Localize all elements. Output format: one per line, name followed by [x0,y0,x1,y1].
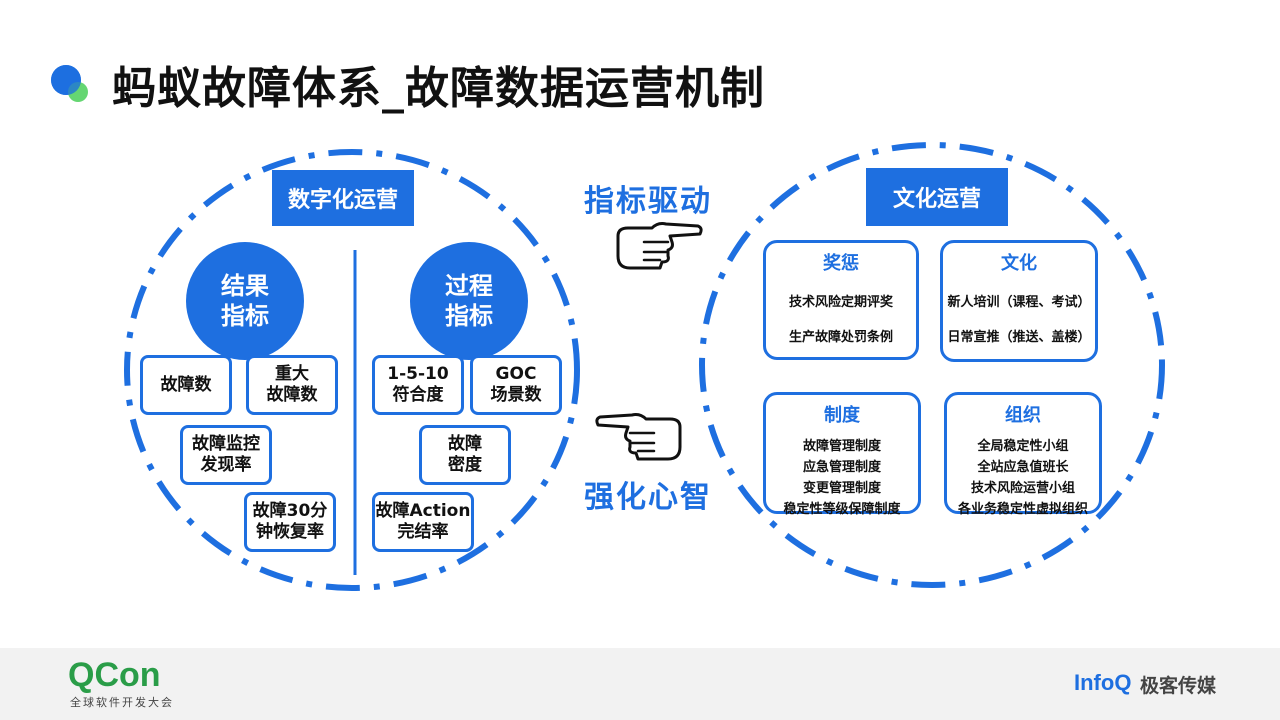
metric-box: 重大故障数 [246,355,338,415]
process-circle-line1: 过程 [445,272,493,300]
process-metrics-circle: 过程指标 [410,242,528,360]
metric-box: 故障密度 [419,425,511,485]
result-circle-line2: 指标 [221,302,269,330]
box-line: 变更管理制度 [802,481,881,496]
page-title: 蚂蚁故障体系_故障数据运营机制 [112,63,765,114]
box-line: 稳定性等级保障制度 [783,502,901,517]
footer-bar [0,648,1280,720]
metric-line2: 密度 [448,455,482,475]
organization-box: 组织 全局稳定性小组 全站应急值班长 技术风险运营小组 各业务稳定性虚拟组织 [944,392,1102,517]
metric-line1: 1-5-10 [387,364,449,384]
pointing-left-hand-icon [595,413,682,461]
metric-line1: GOC [495,364,537,384]
culture-box: 文化 新人培训（课程、考试） 日常宣推（推送、盖楼） [940,240,1098,362]
reward-box: 奖惩 技术风险定期评奖 生产故障处罚条例 [763,240,919,360]
box-line: 生产故障处罚条例 [788,330,893,345]
metric-line1: 故障Action [375,501,471,521]
policy-box: 制度 故障管理制度 应急管理制度 变更管理制度 稳定性等级保障制度 [763,392,921,517]
infoq-media-label: 极客传媒 [1140,675,1217,697]
result-metrics-circle: 结果指标 [186,242,304,360]
metric-line1: 故障30分 [252,501,328,521]
box-line: 技术风险运营小组 [970,481,1075,496]
metric-line2: 发现率 [200,455,252,475]
title-dots-icon [51,65,88,102]
tag-culture-ops: 文化运营 [866,168,1008,226]
box-line: 日常宣推（推送、盖楼） [947,330,1091,345]
box-line: 新人培训（课程、考试） [947,295,1091,310]
result-circle-line1: 结果 [221,272,269,300]
qcon-logo: QCon [68,656,161,694]
metric-line2: 场景数 [490,385,542,405]
box-header: 奖惩 [823,253,859,274]
metric-line2: 钟恢复率 [255,522,324,542]
metric-line2: 故障数 [266,385,318,405]
metric-line1: 故障 [448,434,482,454]
box-header: 制度 [824,405,860,426]
metric-line1: 重大 [275,364,309,384]
metric-box: 故障30分钟恢复率 [244,492,336,552]
pointing-right-hand-icon [616,222,703,270]
tag-digital-ops: 数字化运营 [272,170,414,226]
process-circle-line2: 指标 [445,302,493,330]
qcon-subtitle: 全球软件开发大会 [70,696,174,709]
box-header: 组织 [1005,405,1041,426]
metric-line1: 故障数 [160,374,212,395]
infoq-logo: InfoQ [1074,670,1132,695]
metric-box: 故障监控发现率 [180,425,272,485]
box-line: 故障管理制度 [802,439,881,454]
box-line: 应急管理制度 [802,460,881,475]
box-line: 全站应急值班长 [977,460,1069,475]
metric-line2: 符合度 [392,385,444,405]
box-line: 各业务稳定性虚拟组织 [957,502,1088,517]
box-header: 文化 [1001,253,1037,274]
metric-box: 故障数 [140,355,232,415]
label-metric-driven: 指标驱动 [584,184,712,219]
metric-line2: 完结率 [397,522,449,542]
box-line: 全局稳定性小组 [977,439,1069,454]
box-line: 技术风险定期评奖 [788,295,893,310]
metric-line1: 故障监控 [192,434,260,454]
label-mindset: 强化心智 [584,480,712,515]
